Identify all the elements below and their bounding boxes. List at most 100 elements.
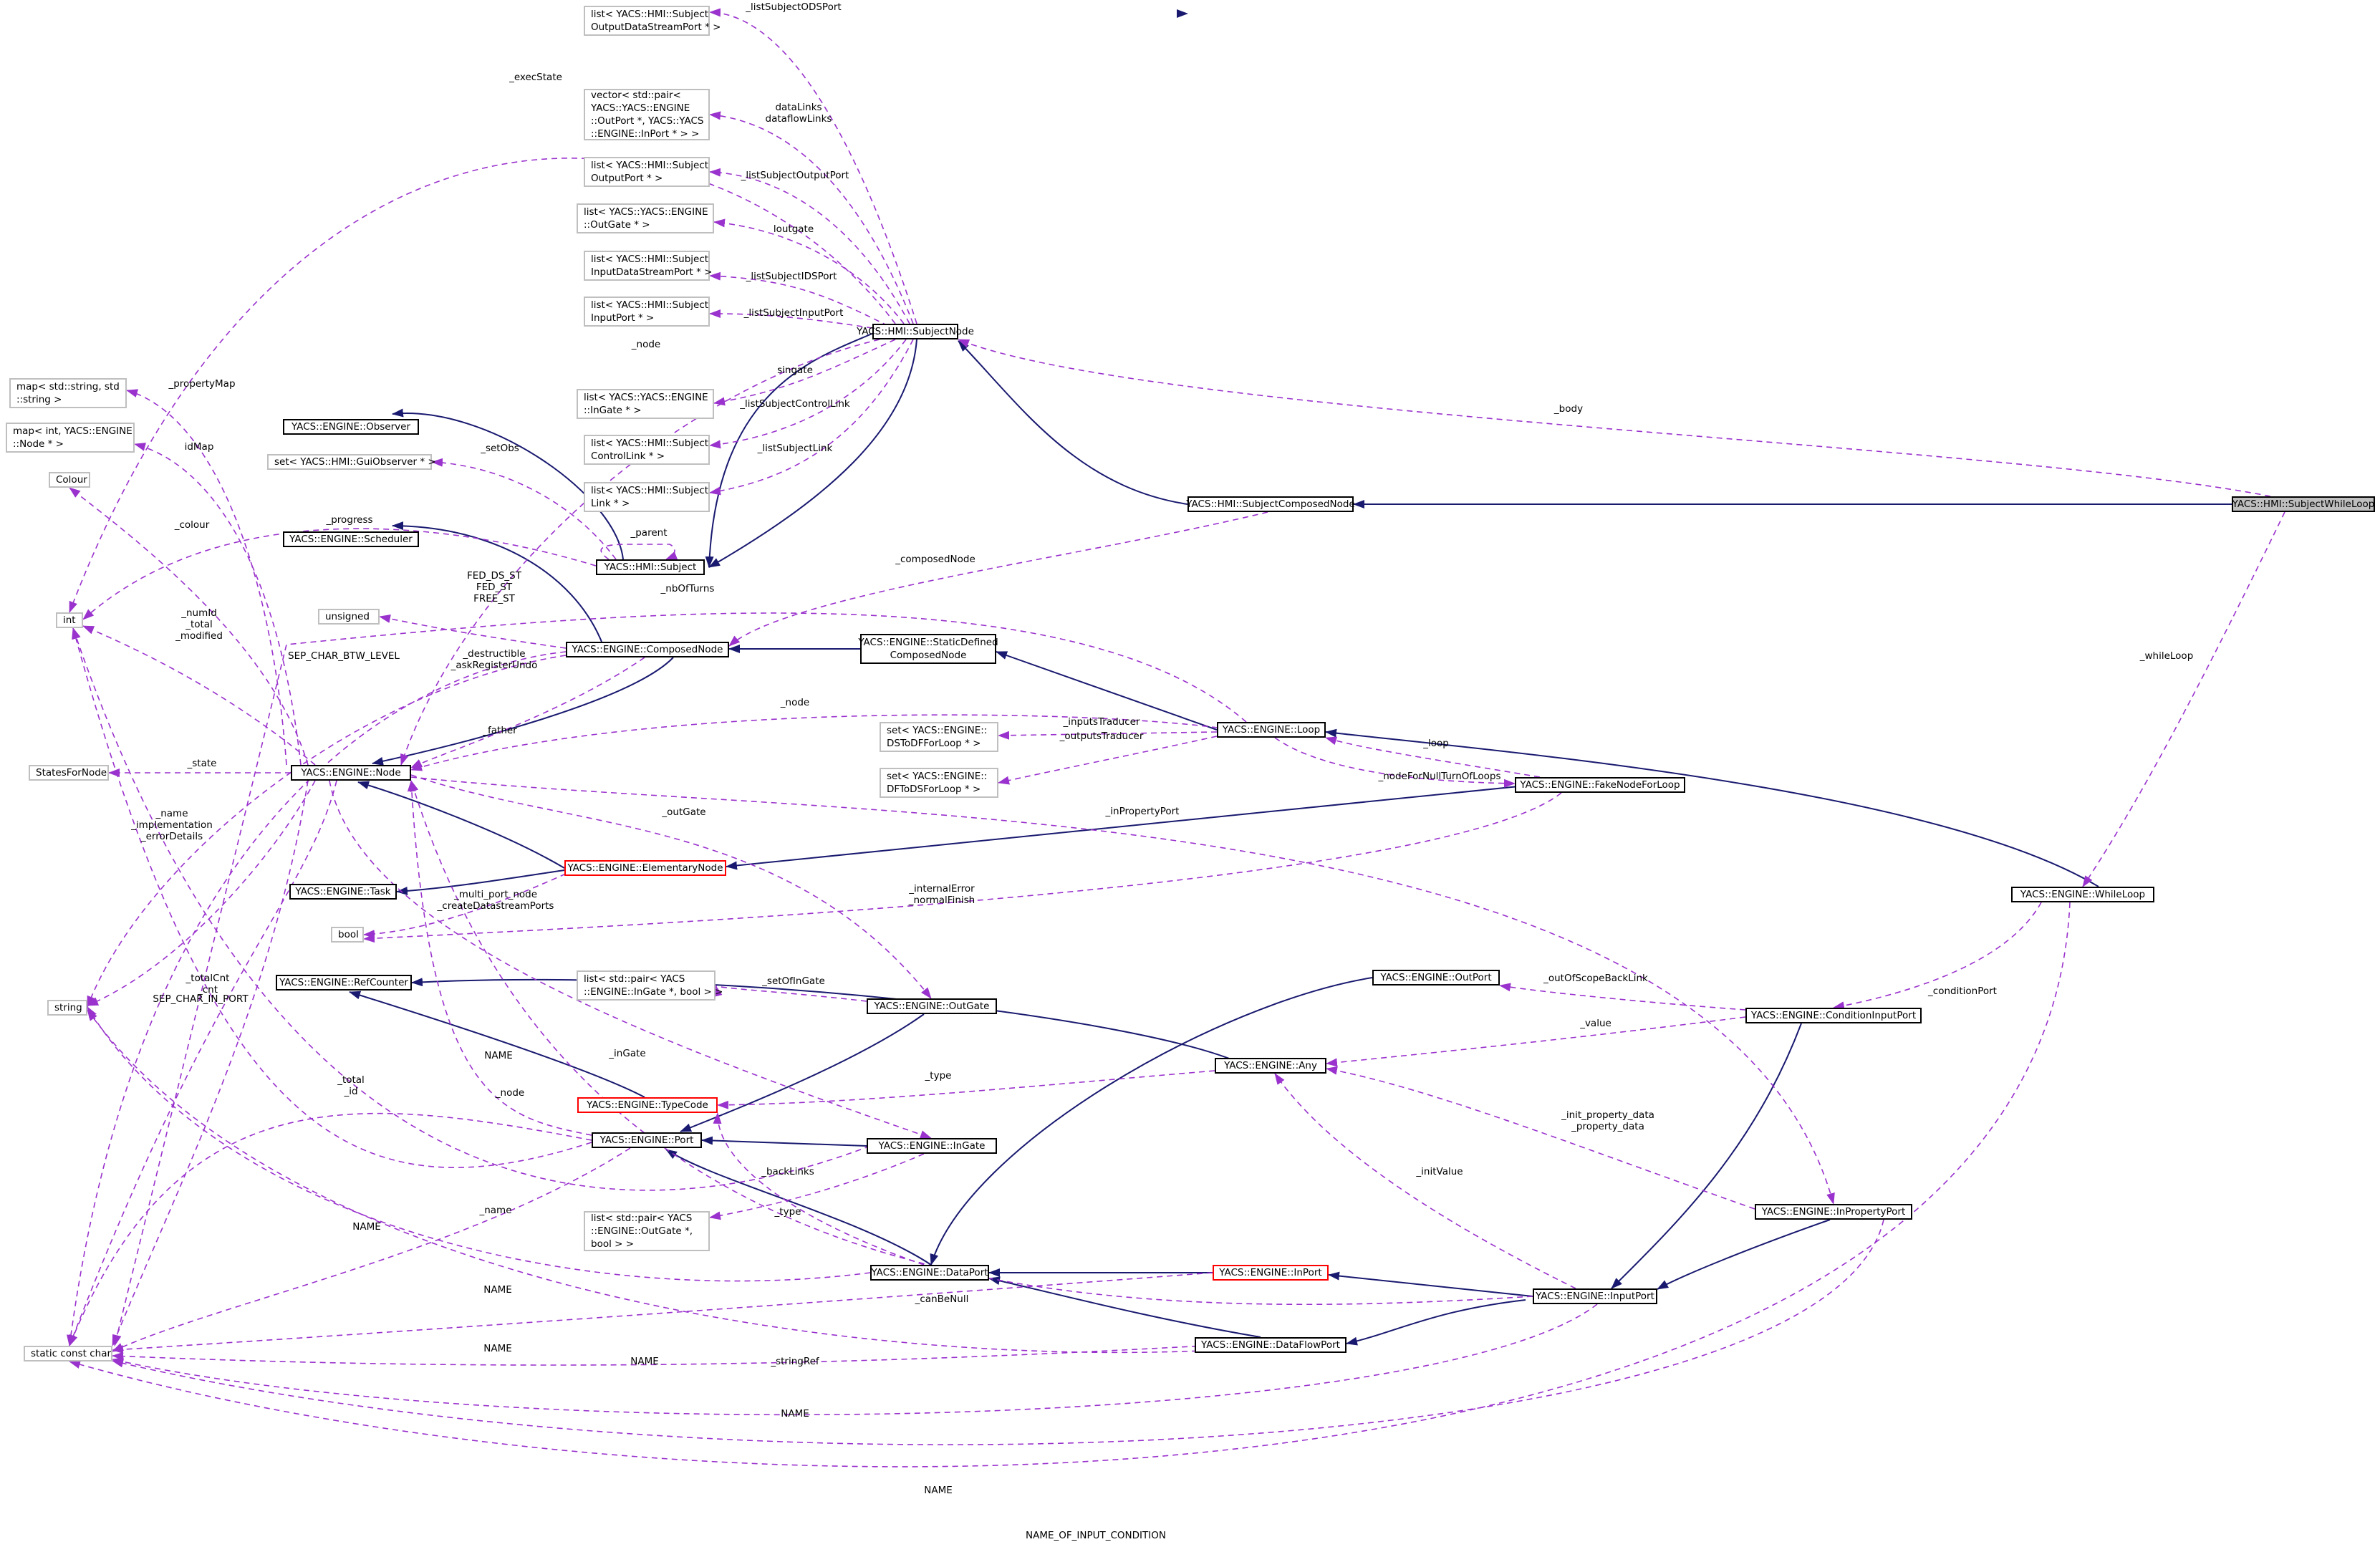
node-inpropport[interactable]: YACS::ENGINE::InPropertyPort [1755, 1204, 1912, 1220]
node-statesfornode[interactable]: StatesForNode [29, 765, 109, 781]
usage-edge [410, 657, 645, 768]
node-label-line: YACS::ENGINE::OutPort [1380, 972, 1492, 983]
node-inport[interactable]: YACS::ENGINE::InPort [1213, 1265, 1329, 1281]
edge-label: _listSubjectInputPort [743, 307, 844, 319]
node-subjnode[interactable]: YACS::HMI::SubjectNode [857, 324, 974, 339]
node-label-line: list< std::pair< YACS [584, 973, 685, 985]
usage-edge [958, 339, 2271, 497]
node-lspairin[interactable]: list< std::pair< YACS::ENGINE::InGate *,… [577, 970, 723, 1001]
edge-label: NAME [483, 1343, 512, 1354]
node-any[interactable]: YACS::ENGINE::Any [1215, 1058, 1326, 1074]
node-dataport[interactable]: YACS::ENGINE::DataPort [870, 1265, 989, 1281]
edge-label: FED_ST [476, 582, 513, 593]
node-subjcomp[interactable]: YACS::HMI::SubjectComposedNode [1186, 496, 1355, 512]
node-label-line: map< std::string, std [16, 381, 120, 392]
node-label-line: YACS::ENGINE::ConditionInputPort [1750, 1010, 1917, 1021]
node-label-line: ComposedNode [890, 650, 967, 661]
edge-label: _total [185, 619, 213, 630]
node-refcounter[interactable]: YACS::ENGINE::RefCounter [276, 975, 412, 991]
edge-label: _numId [180, 607, 217, 619]
node-string[interactable]: string [47, 1000, 87, 1016]
node-setds[interactable]: set< YACS::ENGINE::DSToDFForLoop * > [880, 722, 998, 752]
edge-label: _totalCnt [186, 973, 230, 984]
edge-label: NAME [924, 1485, 953, 1496]
node-outport[interactable]: YACS::ENGINE::OutPort [1372, 970, 1500, 985]
usage-edge [1326, 1066, 1755, 1210]
node-scheduler[interactable]: YACS::ENGINE::Scheduler [283, 531, 419, 547]
node-label-line: YACS::ENGINE::RefCounter [279, 977, 408, 988]
node-label-line: YACS::ENGINE::Port [599, 1134, 694, 1146]
node-lspairout[interactable]: list< std::pair< YACS::ENGINE::OutGate *… [584, 1211, 710, 1251]
node-colour[interactable]: Colour [49, 472, 90, 488]
node-setgui[interactable]: set< YACS::HMI::GuiObserver * > [267, 454, 436, 470]
inheritance-edge [705, 332, 876, 568]
node-label-line: YACS::ENGINE::InPropertyPort [1761, 1206, 1906, 1218]
usage-edge [82, 625, 316, 766]
node-task[interactable]: YACS::ENGINE::Task [289, 884, 397, 900]
edge-label: NAME [484, 1050, 513, 1061]
usage-edge [709, 271, 889, 327]
inheritance-edge [665, 1149, 932, 1266]
usage-edge [1274, 737, 1516, 788]
node-label-line: list< YACS::HMI::Subject [591, 9, 709, 20]
node-subjwhile[interactable]: YACS::HMI::SubjectWhileLoop [2232, 496, 2375, 512]
node-label-line: static const char [31, 1348, 112, 1359]
node-node[interactable]: YACS::ENGINE::Node [291, 765, 411, 781]
edge-label: _init_property_data [1561, 1109, 1654, 1121]
node-label-line: set< YACS::ENGINE:: [887, 771, 988, 782]
edge-label: _outOfScopeBackLink [1543, 973, 1648, 984]
node-condport[interactable]: YACS::ENGINE::ConditionInputPort [1745, 1008, 1922, 1023]
node-composed[interactable]: YACS::ENGINE::ComposedNode [566, 642, 729, 657]
edge-label: _listSubjectControlLink [739, 398, 850, 410]
inheritance-edge [392, 408, 624, 560]
inheritance-edge [1346, 1299, 1526, 1346]
node-elementary[interactable]: YACS::ENGINE::ElementaryNode [564, 860, 726, 876]
node-ingate[interactable]: YACS::ENGINE::InGate [867, 1138, 997, 1154]
node-outgate[interactable]: YACS::ENGINE::OutGate [867, 998, 997, 1014]
node-label-line: list< std::pair< YACS [591, 1213, 693, 1224]
node-label-line: YACS::ENGINE::DataPort [871, 1267, 988, 1278]
usage-edge [112, 1303, 1598, 1416]
usage-edge [709, 111, 914, 324]
node-label-line: YACS::ENGINE::Any [1224, 1060, 1317, 1071]
node-staticconstchar[interactable]: static const char [24, 1346, 112, 1362]
node-fake[interactable]: YACS::ENGINE::FakeNodeForLoop [1515, 777, 1685, 793]
node-label-line: map< int, YACS::ENGINE [13, 425, 133, 437]
node-lsog[interactable]: list< YACS::YACS::ENGINE::OutGate * > [577, 203, 714, 233]
node-loop[interactable]: YACS::ENGINE::Loop [1217, 722, 1326, 738]
usage-edge [714, 985, 867, 1002]
node-observer[interactable]: YACS::ENGINE::Observer [283, 419, 419, 435]
node-unsigned[interactable]: unsigned [318, 609, 380, 625]
node-setdf[interactable]: set< YACS::ENGINE::DFToDSForLoop * > [880, 768, 998, 798]
usage-edge [709, 1153, 925, 1220]
node-whileloop[interactable]: YACS::ENGINE::WhileLoop [2011, 887, 2154, 902]
node-label-line: list< YACS::HMI::Subject [591, 438, 709, 449]
node-label-line: list< YACS::HMI::Subject [591, 160, 709, 171]
node-typecode[interactable]: YACS::ENGINE::TypeCode [577, 1097, 718, 1113]
edge-label: _execState [509, 72, 562, 83]
edge-label: singate [777, 365, 813, 376]
node-inputport[interactable]: YACS::ENGINE::InputPort [1533, 1288, 1657, 1304]
edge-label: NAME [483, 1284, 512, 1296]
node-vecpair[interactable]: vector< std::pair<YACS::YACS::ENGINE::Ou… [584, 89, 710, 140]
node-bool[interactable]: bool [331, 927, 364, 943]
node-mapss[interactable]: map< std::string, std::string > [9, 378, 127, 408]
node-int[interactable]: int [56, 612, 83, 628]
node-mapin[interactable]: map< int, YACS::ENGINE::Node * > [6, 423, 135, 453]
edge-label: _outGate [661, 806, 705, 818]
node-port[interactable]: YACS::ENGINE::Port [592, 1132, 702, 1148]
edge-label: _inGate [608, 1048, 645, 1059]
inheritance-edge [1325, 728, 2099, 887]
node-subject[interactable]: YACS::HMI::Subject [596, 559, 705, 575]
node-lsig[interactable]: list< YACS::YACS::ENGINE::InGate * > [577, 389, 714, 419]
edge-label: _internalError [908, 883, 975, 895]
node-dataflowport[interactable]: YACS::ENGINE::DataFlowPort [1195, 1337, 1346, 1353]
edge-label: _outputsTraducer [1059, 731, 1144, 742]
